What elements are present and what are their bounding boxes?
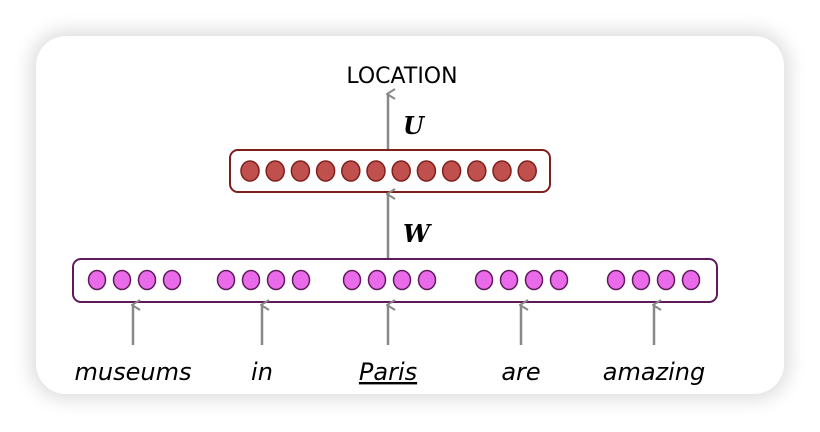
word-label: amazing <box>603 358 706 386</box>
input-unit <box>606 269 626 291</box>
word-labels: museums in Paris are amazing <box>75 358 706 386</box>
input-unit <box>499 269 519 291</box>
hidden-unit <box>416 160 437 182</box>
word-label: Paris <box>359 358 417 386</box>
input-unit <box>524 269 544 291</box>
input-unit <box>216 269 236 291</box>
word-label: are <box>501 358 540 386</box>
input-unit <box>474 269 494 291</box>
hidden-unit <box>492 160 512 182</box>
input-unit <box>162 269 182 291</box>
weight-label-w: W <box>403 219 432 248</box>
hidden-unit <box>240 160 260 182</box>
input-unit <box>367 269 387 291</box>
hidden-unit <box>517 160 537 182</box>
word-label: in <box>251 358 273 386</box>
input-unit <box>392 269 412 291</box>
weight-label-u: U <box>403 111 426 140</box>
hidden-unit <box>315 160 336 182</box>
input-unit <box>266 269 286 291</box>
input-unit <box>291 269 311 291</box>
hidden-unit <box>265 160 285 182</box>
input-unit <box>137 269 157 291</box>
input-unit <box>112 269 132 291</box>
hidden-unit <box>391 160 411 182</box>
hidden-unit <box>290 160 311 182</box>
word-arrows <box>133 305 654 345</box>
diagram-card <box>36 36 784 394</box>
input-unit <box>549 269 569 291</box>
hidden-unit <box>366 160 386 182</box>
word-label: museums <box>75 358 192 386</box>
input-unit <box>631 269 651 291</box>
hidden-layer-units <box>240 160 537 182</box>
input-unit <box>87 269 107 291</box>
input-unit <box>417 269 437 291</box>
input-unit <box>342 269 362 291</box>
hidden-unit <box>467 160 487 182</box>
input-unit <box>681 269 701 291</box>
output-label: LOCATION <box>346 64 457 89</box>
hidden-unit <box>341 160 361 182</box>
hidden-unit <box>441 160 462 182</box>
input-unit <box>241 269 261 291</box>
input-unit <box>656 269 676 291</box>
input-layer-units <box>87 269 701 291</box>
